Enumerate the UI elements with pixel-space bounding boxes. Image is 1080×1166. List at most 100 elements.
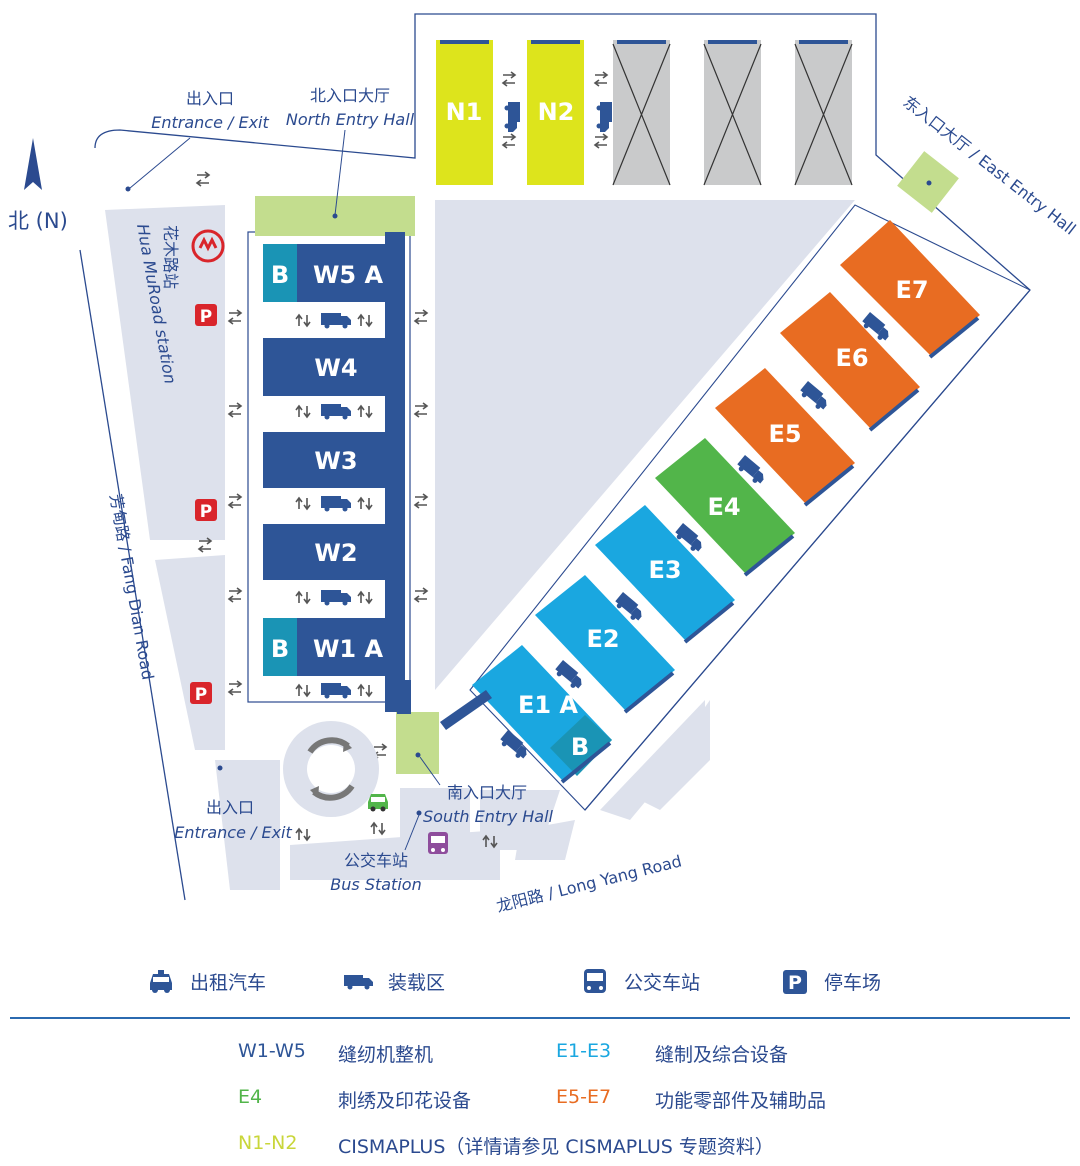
zone-e1-desc: 缝制及综合设备 (655, 1044, 789, 1066)
north-hall-en: North Entry Hall (286, 110, 415, 129)
south-hall-en: South Entry Hall (423, 807, 554, 826)
hall-w4: W4 (263, 338, 405, 396)
metro-icon (191, 229, 225, 263)
ground-west-parking-2 (155, 555, 225, 750)
truck-icon (344, 969, 374, 995)
ground-east-strip (600, 700, 705, 820)
hall-e4: E4 (655, 438, 795, 577)
ground-center-triangle (435, 200, 855, 690)
legend-parking: P 停车场 (780, 968, 881, 995)
hall-n1: N1 (436, 40, 493, 185)
legend-taxi: 出租汽车 (146, 968, 266, 995)
hall-e1-badge: B (571, 733, 589, 761)
hall-w1: B W1 A (263, 618, 405, 676)
hall-e1: E1 A B (472, 645, 612, 784)
closed-hall-2 (703, 40, 762, 186)
zone-e4-desc: 刺绣及印花设备 (338, 1090, 472, 1112)
hall-w1-label: W1 A (313, 635, 384, 663)
hall-e3-label: E3 (648, 556, 681, 584)
zone-n-code: N1-N2 (238, 1132, 298, 1154)
hall-n2: N2 (527, 40, 584, 185)
hall-w5-label: W5 A (313, 261, 384, 289)
exit-bottom-cn: 出入口 (206, 798, 254, 817)
hall-e6-label: E6 (835, 344, 868, 372)
bus-station-en: Bus Station (330, 875, 421, 894)
exit-top-en: Entrance / Exit (151, 113, 269, 132)
hall-e2: E2 (535, 575, 675, 714)
zone-e5-desc: 功能零部件及辅助品 (655, 1090, 827, 1112)
legend-truck: 装载区 (344, 968, 445, 995)
parking-icon: P (190, 682, 212, 705)
zone-e1-code: E1-E3 (556, 1040, 612, 1062)
metro-label-cn: 花木路站 (161, 225, 180, 289)
bus-icon (580, 968, 610, 995)
closed-hall-1 (612, 40, 671, 186)
ground-sw-strip (515, 820, 575, 860)
zone-e4-code: E4 (238, 1086, 263, 1108)
road-line-north (94, 13, 1031, 291)
exit-bottom-en: Entrance / Exit (174, 823, 292, 842)
svg-text:P: P (788, 972, 802, 994)
hall-w1-badge: B (271, 635, 289, 663)
hall-w4-label: W4 (314, 354, 357, 382)
hall-e7: E7 (840, 220, 980, 359)
zone-w-desc: 缝纫机整机 (338, 1044, 434, 1066)
roundabout (283, 721, 379, 817)
zone-w-code: W1-W5 (238, 1040, 306, 1062)
legend-parking-label: 停车场 (824, 972, 882, 994)
ground-south (400, 788, 470, 840)
bus-icon (428, 832, 448, 854)
svg-text:P: P (200, 502, 212, 522)
south-hall-cn: 南入口大厅 (447, 783, 527, 802)
hall-w5-badge: B (271, 261, 289, 289)
east-outline (469, 204, 1031, 811)
north-hall-cn: 北入口大厅 (310, 86, 390, 105)
legend-bus: 公交车站 (580, 968, 700, 995)
parking-icon: P (780, 969, 810, 995)
west-halls: B W5 A W4 W3 W2 B W1 A (263, 244, 405, 676)
legend-divider (10, 1017, 1070, 1019)
taxi-icon (368, 794, 388, 812)
ground-west-parking (105, 205, 225, 540)
long-yang-road-label: 龙阳路 / Long Yang Road (494, 851, 683, 915)
hall-w5: B W5 A (263, 244, 405, 302)
legend-taxi-label: 出租汽车 (190, 972, 267, 994)
legend-icons: 出租汽车 装载区 公交车站 P 停车场 (0, 968, 1080, 1002)
hall-n1-label: N1 (446, 98, 483, 126)
hall-e1-label: E1 A (518, 691, 578, 719)
hall-e2-label: E2 (586, 625, 619, 653)
north-arrow-icon (24, 138, 42, 190)
hall-e4-label: E4 (707, 493, 740, 521)
hall-w2-label: W2 (314, 539, 357, 567)
closed-hall-3 (794, 40, 853, 186)
hall-n2-label: N2 (538, 98, 575, 126)
hall-e7-label: E7 (895, 276, 928, 304)
hall-e6: E6 (780, 292, 920, 432)
road-line-fangdian (79, 249, 186, 901)
exit-top-cn: 出入口 (186, 89, 234, 108)
zone-n-desc: CISMAPLUS（详情请参见 CISMAPLUS 专题资料） (338, 1136, 774, 1158)
hall-w2: W2 (263, 524, 405, 580)
svg-text:P: P (195, 685, 207, 705)
legend-bus-label: 公交车站 (624, 972, 701, 994)
south-connector-v (397, 680, 411, 714)
parking-icon: P (195, 304, 217, 327)
hall-e5-label: E5 (768, 420, 801, 448)
hall-w3: W3 (263, 432, 405, 488)
venue-map: B W5 A W4 W3 W2 B W1 A (8, 13, 1080, 916)
south-entry-hall (396, 712, 439, 774)
hall-e5: E5 (715, 368, 855, 507)
legend-truck-label: 装载区 (388, 972, 446, 994)
hall-e3: E3 (595, 505, 735, 644)
parking-icon: P (195, 499, 217, 522)
taxi-icon (146, 969, 176, 995)
east-halls: E7 E6 E5 E4 E3 E2 (469, 204, 1031, 811)
south-connector (440, 690, 492, 730)
compass-label: 北 (N) (8, 209, 68, 233)
svg-text:P: P (200, 307, 212, 327)
hall-w3-label: W3 (314, 447, 357, 475)
bus-station-cn: 公交车站 (344, 851, 408, 870)
zone-e5-code: E5-E7 (556, 1086, 612, 1108)
north-halls: N1 N2 (436, 40, 853, 186)
ground-southwest (215, 760, 280, 890)
